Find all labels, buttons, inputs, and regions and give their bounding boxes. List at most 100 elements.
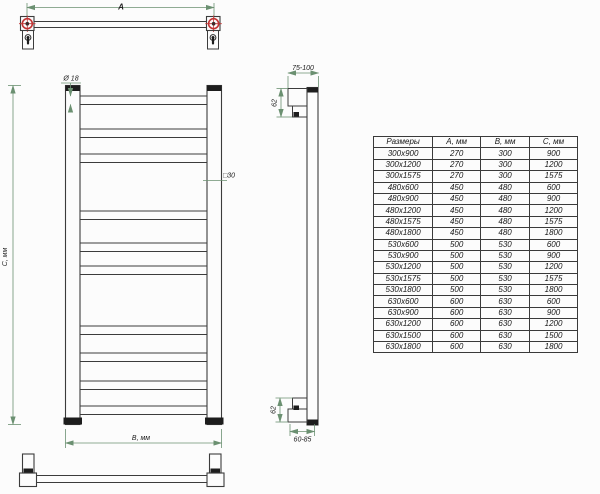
table-cell: 480x900 bbox=[372, 192, 434, 206]
table-cell: 500 bbox=[432, 261, 482, 274]
side-bracket-bottom-mark bbox=[293, 405, 299, 410]
table-cell: 1575 bbox=[529, 272, 578, 286]
table-cell: 480 bbox=[480, 204, 531, 217]
table-cell: 1800 bbox=[529, 341, 578, 354]
dimension-c bbox=[8, 84, 21, 426]
side-bracket-top bbox=[287, 88, 308, 118]
dimension-b bbox=[64, 429, 223, 448]
header-a-mm: A, мм bbox=[432, 135, 482, 149]
table-cell: 600 bbox=[529, 295, 578, 308]
table-cell: 480x1800 bbox=[372, 227, 434, 240]
table-cell: 450 bbox=[432, 192, 482, 206]
front-posts bbox=[64, 84, 223, 426]
table-cell: 630x600 bbox=[372, 295, 434, 308]
table-cell: 500 bbox=[432, 238, 482, 251]
front-rungs bbox=[80, 95, 207, 415]
diameter-label: Ø 18 bbox=[62, 76, 78, 83]
front-view: C, мм Ø 18 □30 bbox=[2, 76, 235, 448]
table-cell: 630 bbox=[480, 295, 531, 308]
header-sizes: Размеры bbox=[372, 135, 434, 149]
table-cell: 900 bbox=[529, 192, 578, 206]
dim-a-label: A bbox=[117, 3, 124, 12]
table-cell: 900 bbox=[529, 249, 578, 263]
table-cell: 630 bbox=[480, 329, 531, 343]
table-cell: 300 bbox=[480, 147, 531, 160]
wall-plate-right bbox=[207, 30, 219, 50]
dim-c-label: C, мм bbox=[2, 248, 9, 267]
table-cell: 500 bbox=[432, 249, 482, 263]
table-cell: 270 bbox=[432, 147, 482, 160]
table-cell: 630 bbox=[480, 318, 531, 331]
table-cell: 630 bbox=[480, 306, 531, 320]
table-cell: 600 bbox=[432, 341, 482, 354]
table-cell: 530x1800 bbox=[372, 284, 434, 297]
top-depth-label: 75-100 bbox=[292, 65, 314, 72]
table-cell: 450 bbox=[432, 204, 482, 217]
bottom-view-junctions bbox=[23, 468, 220, 473]
table-cell: 480 bbox=[480, 192, 531, 206]
bottom-offset-label: 62 bbox=[271, 406, 278, 414]
dimension-top-offset bbox=[276, 87, 292, 118]
wall-plate-left bbox=[22, 30, 34, 50]
dim-b-label: B, мм bbox=[132, 435, 150, 442]
table-cell: 480x1200 bbox=[372, 204, 434, 217]
table-cell: 300x900 bbox=[372, 147, 434, 160]
table-cell: 300 bbox=[480, 158, 531, 172]
table-cell: 1575 bbox=[529, 170, 578, 183]
table-cell: 500 bbox=[432, 272, 482, 286]
side-bracket-top-mark bbox=[293, 112, 299, 117]
table-cell: 480x1575 bbox=[372, 215, 434, 229]
table-cell: 530 bbox=[480, 261, 531, 274]
top-view: A bbox=[19, 3, 222, 50]
table-cell: 530x900 bbox=[372, 249, 434, 263]
table-cell: 600 bbox=[432, 306, 482, 320]
header-b-mm: B, мм bbox=[480, 135, 531, 149]
top-offset-label: 62 bbox=[272, 99, 279, 107]
table-cell: 530x1575 bbox=[372, 272, 434, 286]
table-cell: 530 bbox=[480, 249, 531, 263]
table-cell: 480x600 bbox=[372, 181, 434, 194]
table-cell: 600 bbox=[432, 295, 482, 308]
table-cell: 530x1200 bbox=[372, 261, 434, 274]
size-table-header-row: Размеры A, мм B, мм C, мм bbox=[372, 135, 578, 149]
square-label: □30 bbox=[223, 173, 235, 180]
side-post-caps bbox=[307, 87, 318, 425]
table-cell: 480 bbox=[480, 215, 531, 229]
table-cell: 300 bbox=[480, 170, 531, 183]
table-cell: 270 bbox=[432, 158, 482, 172]
mount-marker-left bbox=[19, 15, 36, 32]
table-cell: 900 bbox=[529, 147, 578, 160]
table-cell: 480 bbox=[480, 227, 531, 240]
table-cell: 630 bbox=[480, 341, 531, 354]
table-cell: 630x1500 bbox=[372, 329, 434, 343]
table-cell: 900 bbox=[529, 306, 578, 320]
table-cell: 1800 bbox=[529, 284, 578, 297]
table-cell: 480 bbox=[480, 181, 531, 194]
table-cell: 530 bbox=[480, 272, 531, 286]
dimension-bottom-depth bbox=[289, 424, 316, 436]
front-post-caps bbox=[63, 85, 224, 425]
side-view: 75-100 62 62 60-85 bbox=[271, 65, 320, 444]
table-cell: 1500 bbox=[529, 329, 578, 343]
table-cell: 1200 bbox=[529, 158, 578, 172]
